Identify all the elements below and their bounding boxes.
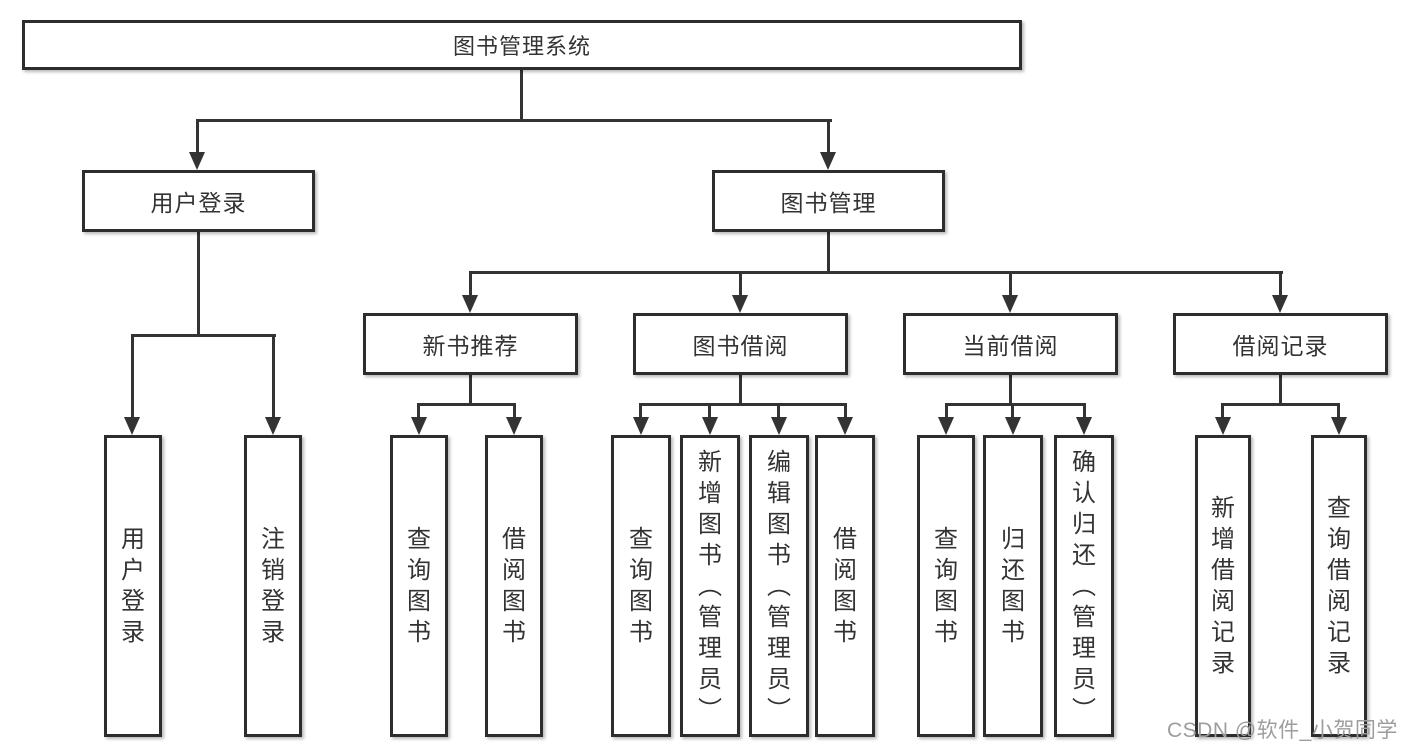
leaf-label: 用户登录 — [121, 526, 145, 646]
node-book-borrow: 图书借阅 — [633, 313, 848, 375]
connector-arrow — [1076, 417, 1092, 435]
connector-arrow — [1215, 417, 1231, 435]
node-leaf-newbooks-query: 查询图书 — [390, 435, 448, 737]
connector-line — [945, 403, 1086, 406]
connector-arrow — [1005, 417, 1021, 435]
connector-line — [196, 119, 199, 155]
node-leaf-current-confirm-admin: 确认归还︵管理员︶ — [1054, 435, 1114, 737]
connector-arrow — [189, 152, 205, 170]
node-new-book-recommend: 新书推荐 — [363, 313, 578, 375]
connector-line — [196, 119, 832, 122]
leaf-label: 确认归还︵管理员︶ — [1072, 448, 1096, 724]
connector-arrow — [771, 417, 787, 435]
connector-line — [1083, 403, 1086, 419]
connector-arrow — [265, 417, 281, 435]
connector-line — [827, 119, 830, 155]
leaf-label: 查询借阅记录 — [1327, 495, 1351, 677]
leaf-label: 查询图书 — [407, 526, 431, 646]
node-borrow-records: 借阅记录 — [1173, 313, 1388, 375]
connector-line — [131, 334, 276, 337]
leaf-label: 编辑图书︵管理员︶ — [767, 448, 791, 724]
connector-line — [639, 403, 642, 419]
node-leaf-borrow-query: 查询图书 — [611, 435, 671, 737]
leaf-label: 查询图书 — [934, 526, 958, 646]
connector-line — [417, 403, 420, 419]
node-leaf-borrow-add-admin: 新增图书︵管理员︶ — [680, 435, 740, 737]
connector-arrow — [837, 417, 853, 435]
connector-line — [197, 232, 200, 337]
connector-arrow — [633, 417, 649, 435]
node-leaf-records-add: 新增借阅记录 — [1195, 435, 1251, 737]
connector-line — [739, 271, 742, 297]
connector-line — [1009, 271, 1012, 297]
connector-arrow — [506, 417, 522, 435]
connector-line — [272, 334, 275, 419]
csdn-watermark: CSDN @软件_小贺同学 — [1167, 719, 1398, 742]
connector-arrow — [1331, 417, 1347, 435]
connector-arrow — [820, 152, 836, 170]
leaf-label: 新增图书︵管理员︶ — [698, 448, 722, 724]
leaf-label: 新增借阅记录 — [1211, 495, 1235, 677]
connector-line — [1221, 403, 1340, 406]
node-user-login: 用户登录 — [82, 170, 315, 232]
connector-line — [1279, 271, 1282, 297]
connector-line — [844, 403, 847, 419]
connector-line — [513, 403, 516, 419]
node-root: 图书管理系统 — [22, 20, 1022, 70]
connector-line — [469, 271, 1283, 274]
connector-line — [827, 232, 830, 274]
node-leaf-borrow-edit-admin: 编辑图书︵管理员︶ — [749, 435, 809, 737]
node-leaf-logout: 注销登录 — [244, 435, 302, 737]
connector-line — [417, 403, 516, 406]
connector-line — [469, 271, 472, 297]
connector-line — [708, 403, 711, 419]
node-leaf-records-query: 查询借阅记录 — [1311, 435, 1367, 737]
connector-line — [1337, 403, 1340, 419]
connector-arrow — [124, 417, 140, 435]
leaf-label: 借阅图书 — [833, 526, 857, 646]
connector-line — [777, 403, 780, 419]
connector-line — [469, 375, 472, 406]
leaf-label: 借阅图书 — [502, 526, 526, 646]
connector-arrow — [732, 295, 748, 313]
connector-line — [131, 334, 134, 419]
node-leaf-current-query: 查询图书 — [917, 435, 975, 737]
connector-arrow — [702, 417, 718, 435]
connector-arrow — [462, 295, 478, 313]
node-leaf-user-login: 用户登录 — [104, 435, 162, 737]
connector-line — [945, 403, 948, 419]
connector-line — [1011, 403, 1014, 419]
node-current-borrow: 当前借阅 — [903, 313, 1118, 375]
node-leaf-current-return: 归还图书 — [983, 435, 1043, 737]
connector-line — [1221, 403, 1224, 419]
connector-arrow — [411, 417, 427, 435]
leaf-label: 查询图书 — [629, 526, 653, 646]
leaf-label: 注销登录 — [261, 526, 285, 646]
connector-line — [1009, 375, 1012, 406]
node-leaf-borrow-borrow: 借阅图书 — [815, 435, 875, 737]
connector-line — [639, 403, 847, 406]
connector-arrow — [938, 417, 954, 435]
node-leaf-newbooks-borrow: 借阅图书 — [485, 435, 543, 737]
connector-line — [739, 375, 742, 406]
connector-arrow — [1272, 295, 1288, 313]
connector-arrow — [1002, 295, 1018, 313]
connector-line — [1279, 375, 1282, 406]
connector-line — [520, 70, 523, 121]
node-book-management: 图书管理 — [712, 170, 945, 232]
leaf-label: 归还图书 — [1001, 526, 1025, 646]
